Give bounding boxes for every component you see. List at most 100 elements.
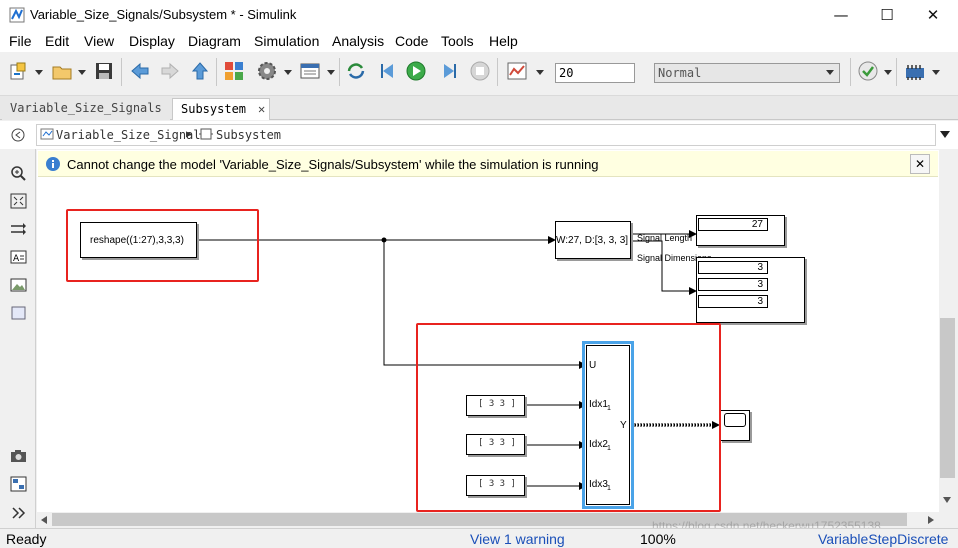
vertical-scroll-thumb[interactable] [940, 318, 955, 478]
expand-palette-icon[interactable] [10, 505, 27, 521]
update-diagram-icon[interactable] [345, 60, 367, 82]
index-constant-block-3[interactable] [466, 475, 525, 496]
area-icon[interactable] [10, 305, 27, 321]
breadcrumb-current[interactable]: Subsystem [216, 128, 282, 142]
status-ready: Ready [6, 531, 47, 547]
advisor-dropdown-icon[interactable] [884, 70, 892, 75]
up-arrow-icon[interactable] [189, 60, 211, 82]
toolbar-separator [339, 58, 340, 86]
selector-port-subscript: 1 [607, 445, 611, 452]
signal-dimensions-label: Signal Dimensions [637, 253, 712, 263]
data-inspector-dropdown-icon[interactable] [536, 70, 544, 75]
view-warnings-link[interactable]: View 1 warning [470, 531, 565, 547]
forward-arrow-icon[interactable] [159, 60, 181, 82]
index-constant-value: [ 3 3 ] [478, 438, 516, 448]
dimension-value: 3 [698, 261, 768, 274]
horizontal-scroll-thumb[interactable] [52, 513, 907, 526]
open-folder-icon[interactable] [51, 60, 73, 82]
menu-tools[interactable]: Tools [441, 33, 474, 49]
scroll-down-arrow-icon[interactable] [943, 497, 951, 503]
status-bar [0, 528, 958, 548]
selector-port-idx2: Idx2 [589, 439, 608, 450]
simulation-mode-select[interactable]: Normal [654, 63, 840, 83]
width-block[interactable] [555, 221, 631, 259]
model-settings-gear-icon[interactable] [256, 60, 278, 82]
selector-block-inner [586, 345, 630, 505]
scroll-right-arrow-icon[interactable] [928, 516, 934, 524]
selector-port-subscript: 1 [607, 405, 611, 412]
hide-arrows-icon[interactable] [10, 221, 27, 237]
stop-simulation-icon[interactable] [469, 60, 491, 82]
menu-view[interactable]: View [84, 33, 115, 49]
build-model-icon[interactable] [904, 60, 926, 82]
selector-port-subscript: 1 [607, 485, 611, 492]
zoom-level: 100% [640, 531, 676, 547]
data-inspector-icon[interactable] [506, 60, 528, 82]
menu-help[interactable]: Help [489, 33, 518, 49]
library-browser-icon[interactable] [223, 60, 245, 82]
solver-link[interactable]: VariableStepDiscrete [818, 531, 949, 547]
toolbar-separator [850, 58, 851, 86]
step-forward-icon[interactable] [438, 60, 460, 82]
build-dropdown-icon[interactable] [932, 70, 940, 75]
title-bar [0, 0, 958, 30]
menu-simulation[interactable]: Simulation [254, 33, 320, 49]
step-back-icon[interactable] [377, 60, 399, 82]
tab-variable-size-signals[interactable]: Variable_Size_Signals✕ [2, 98, 181, 120]
maximize-button[interactable]: ☐ [880, 6, 894, 24]
zoom-icon[interactable] [10, 165, 27, 181]
hide-browser-icon[interactable] [11, 128, 25, 142]
close-button[interactable]: ✕ [926, 6, 940, 24]
svg-text:A: A [13, 254, 20, 264]
toolbar-separator [497, 58, 498, 86]
menu-code[interactable]: Code [395, 33, 429, 49]
explorer-dropdown-icon[interactable] [327, 70, 335, 75]
index-constant-block-1[interactable] [466, 395, 525, 416]
highlight-box-selector [416, 323, 721, 512]
breadcrumb [36, 124, 936, 146]
menu-edit[interactable]: Edit [45, 33, 70, 49]
model-browser-icon[interactable] [10, 476, 27, 492]
selector-port-idx3: Idx3 [589, 479, 608, 490]
selector-port-u: U [589, 360, 597, 371]
settings-dropdown-icon[interactable] [284, 70, 292, 75]
fit-to-view-icon[interactable] [10, 193, 27, 209]
dimension-value: 3 [698, 278, 768, 291]
reshape-constant-label: reshape((1:27),3,3,3) [90, 235, 184, 246]
simulation-mode-dropdown-icon[interactable] [826, 70, 834, 75]
index-constant-block-2[interactable] [466, 434, 525, 455]
scroll-left-arrow-icon[interactable] [41, 516, 47, 524]
menu-file[interactable]: File [9, 33, 32, 49]
image-icon[interactable] [10, 277, 27, 293]
open-dropdown-icon[interactable] [78, 70, 86, 75]
breadcrumb-dropdown-icon[interactable] [940, 131, 950, 138]
screenshot-camera-icon[interactable] [10, 448, 27, 464]
tab-subsystem[interactable]: Subsystem✕ [172, 98, 270, 120]
index-constant-value: [ 3 3 ] [478, 399, 516, 409]
annotation-icon[interactable]: A [10, 249, 27, 265]
selector-block[interactable] [582, 341, 634, 509]
run-simulation-icon[interactable] [405, 60, 427, 82]
subsystem-icon [199, 128, 213, 140]
tab-label: Variable_Size_Signals [10, 101, 162, 115]
tab-close-icon[interactable]: ✕ [258, 102, 266, 116]
info-icon [46, 157, 60, 171]
breadcrumb-root[interactable]: Variable_Size_Signals [56, 128, 208, 142]
width-block-label: W:27, D:[3, 3, 3] [556, 235, 629, 246]
menu-analysis[interactable]: Analysis [332, 33, 385, 49]
menu-diagram[interactable]: Diagram [188, 33, 241, 49]
menu-display[interactable]: Display [129, 33, 175, 49]
minimize-button[interactable]: — [833, 6, 849, 24]
new-model-icon[interactable] [8, 60, 30, 82]
selector-port-y: Y [620, 420, 627, 431]
model-explorer-icon[interactable] [299, 60, 321, 82]
signal-length-label: Signal Length [637, 233, 693, 243]
reshape-constant-block[interactable] [80, 222, 197, 258]
simulink-app-icon [9, 7, 25, 23]
new-model-dropdown-icon[interactable] [35, 70, 43, 75]
save-icon[interactable] [93, 60, 115, 82]
stop-time-input[interactable]: 20 [555, 63, 635, 83]
info-banner-close-button[interactable]: ✕ [910, 154, 930, 174]
model-advisor-check-icon[interactable] [857, 60, 879, 82]
back-arrow-icon[interactable] [129, 60, 151, 82]
